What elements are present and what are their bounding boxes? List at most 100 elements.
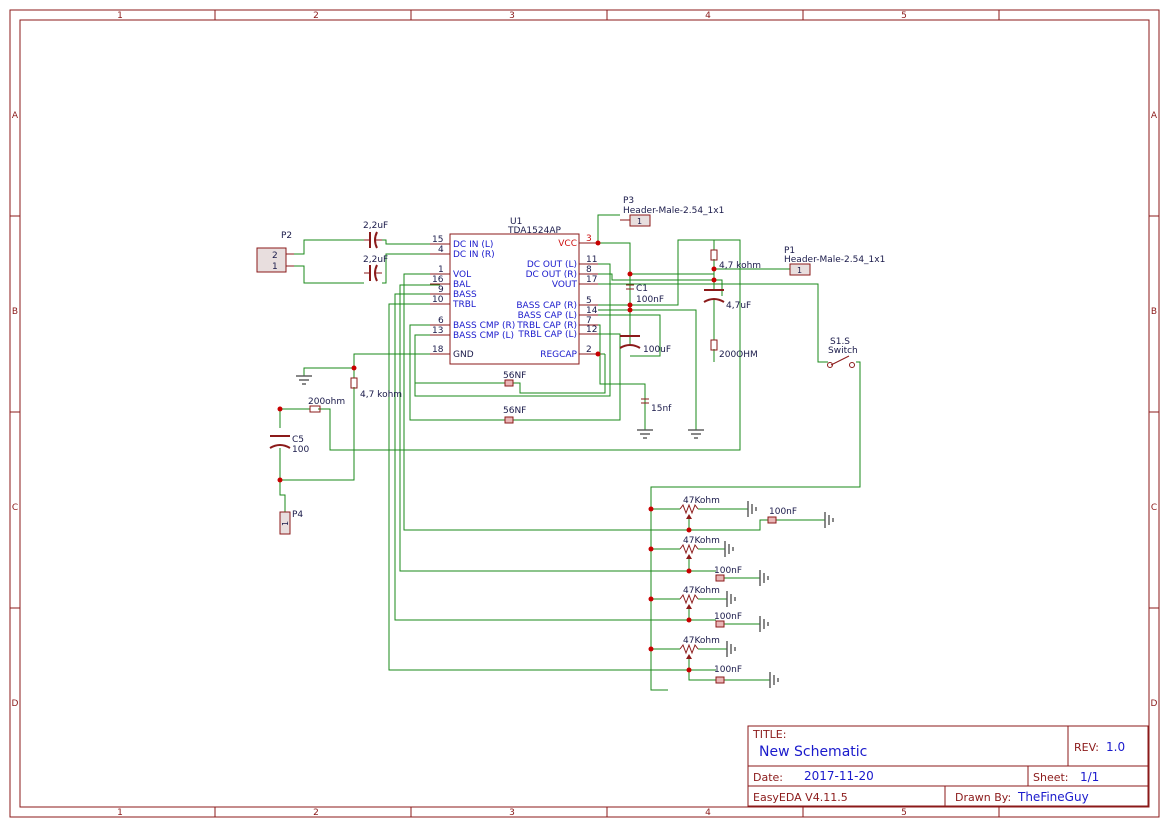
switch-ref: S1.S [830,337,850,347]
p3-part: Header-Male-2.54_1x1 [623,206,724,216]
sheet-label: Sheet: [1033,771,1069,784]
pin-name-trbl-cap-r: TRBL CAP (R) [516,321,577,331]
ground-symbol-pot-2 [724,541,734,557]
pin-num-7: 7 [586,316,592,326]
connector-p2: P2 2 1 [256,231,294,273]
pin-num-4: 4 [438,245,444,255]
capacitor-input-1: 2,2uF [363,221,388,249]
ground-symbol-pot-3 [726,591,736,607]
ic-ref: U1 [510,217,522,227]
col-label-top-3: 3 [509,11,515,21]
c1-value: 100nF [636,295,664,305]
capacitor-100nf-1: 100nF [767,507,797,524]
pin-num-15: 15 [432,235,443,245]
pin-num-1: 1 [438,265,444,275]
row-label-left-b: B [12,307,18,317]
pin-name-dc-in-l: DC IN (L) [453,240,493,250]
p1-pin: 1 [797,266,802,275]
cap-100nf-3-value: 100nF [714,612,742,622]
cap-100nf-2-value: 100nF [714,566,742,576]
pin-num-17: 17 [586,275,597,285]
pin-num-12: 12 [586,325,597,335]
pin-name-vol: VOL [453,270,471,280]
p2-pin2: 2 [272,251,278,261]
pin-num-10: 10 [432,295,444,305]
col-label-bottom-2: 2 [313,808,319,818]
p3-ref: P3 [623,196,634,206]
pin-num-5: 5 [586,296,592,306]
p1-part: Header-Male-2.54_1x1 [784,255,885,265]
pin-num-8: 8 [586,265,592,275]
drawn-by-value: TheFineGuy [1017,790,1089,804]
pin-name-dc-out-r: DC OUT (R) [526,270,577,280]
p2-ref: P2 [281,231,292,241]
pin-name-dc-out-l: DC OUT (L) [527,260,577,270]
potentiometer-3: 47Kohm [679,586,720,609]
p4-pin: 1 [281,521,290,526]
capacitor-input-2: 2,2uF [363,255,388,282]
col-label-bottom-3: 3 [509,808,515,818]
switch-s1: S1.S Switch [827,337,858,368]
ic-part: TDA1524AP [507,226,561,236]
potentiometer-1: 47Kohm [679,496,720,519]
junction-dots [277,240,717,673]
connector-p1: 1 P1 Header-Male-2.54_1x1 [784,246,885,276]
ground-symbol-cap-1 [824,512,834,528]
capacitor-100nf-3: 100nF [714,612,742,628]
pin-num-9: 9 [438,285,444,295]
capacitor-100nf-2: 100nF [714,566,742,582]
c1-ref: C1 [636,284,648,294]
row-label-right-c: C [1151,503,1157,513]
pin-name-regcap: REGCAP [540,350,577,360]
pot-2-value: 47Kohm [683,536,720,546]
ground-symbol-cap-2 [759,570,769,586]
row-label-right-d: D [1151,699,1158,709]
r-200ohm-left-value: 200ohm [308,397,345,407]
cap-4u7-value: 4,7uF [726,301,751,311]
ground-symbol-pot-1 [747,501,757,517]
row-label-left-c: C [12,503,18,513]
pin-name-gnd: GND [453,350,474,360]
cap-100nf-4-value: 100nF [714,665,742,675]
potentiometer-2: 47Kohm [679,536,720,559]
resistor-4k7-left: 4,7 kohm [350,377,402,400]
connector-p4: P4 1 [279,510,303,535]
ground-symbols [296,375,834,688]
cap-input-2-value: 2,2uF [363,255,388,265]
ground-symbol-cap-3 [759,616,769,632]
capacitor-4u7: 4,7uF [703,289,751,311]
cap-56nf-2-value: 56NF [503,406,526,416]
p3-pin: 1 [637,217,642,226]
resistor-200ohm-right: 200OHM [710,339,758,360]
ground-symbol-cap-4 [769,672,779,688]
c5-value: 100 [292,445,309,455]
col-label-bottom-1: 1 [117,808,123,818]
pin-name-vcc: VCC [558,239,577,249]
pin-name-bass: BASS [453,290,477,300]
pin-num-2: 2 [586,345,592,355]
capacitor-100nf-4: 100nF [714,665,742,684]
pin-num-18: 18 [432,345,444,355]
ground-symbol-bass [688,429,704,439]
p2-pin1: 1 [272,262,278,272]
pin-num-13: 13 [432,326,443,336]
pin-num-16: 16 [432,275,444,285]
pot-3-value: 47Kohm [683,586,720,596]
title-value: New Schematic [759,744,867,760]
title-label: TITLE: [752,728,786,741]
ground-symbol-15nf [637,429,653,439]
pin-num-14: 14 [586,306,598,316]
cap-100uf-value: 100uF [643,345,671,355]
pin-name-bass-cmp-r: BASS CMP (R) [453,321,515,331]
row-label-left-d: D [12,699,19,709]
pin-num-6: 6 [438,316,444,326]
capacitor-56nf-1: 56NF [503,371,526,387]
pin-name-bal: BAL [453,280,470,290]
pin-name-trbl: TRBL [452,300,476,310]
pin-name-bass-cap-r: BASS CAP (R) [516,301,577,311]
col-label-bottom-4: 4 [705,808,711,818]
sheet-value: 1/1 [1080,770,1099,784]
pin-name-dc-in-r: DC IN (R) [453,250,495,260]
